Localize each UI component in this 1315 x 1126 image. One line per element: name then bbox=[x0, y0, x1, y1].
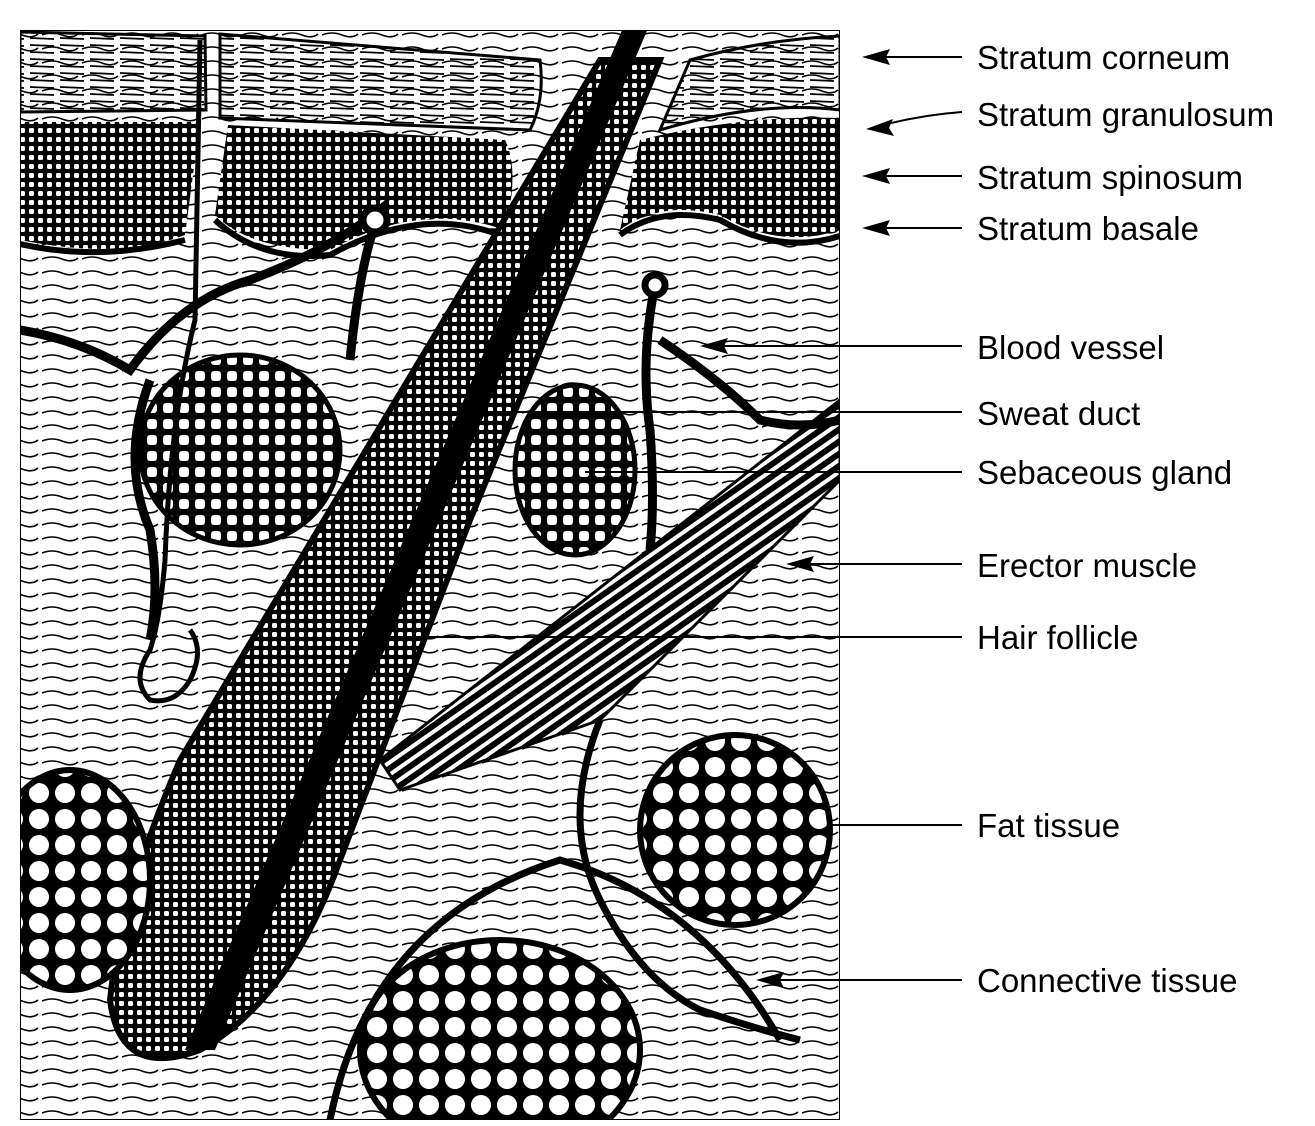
label-blood-vessel: Blood vessel bbox=[977, 329, 1164, 366]
stratum-corneum-layer bbox=[20, 30, 208, 114]
label-hair-follicle: Hair follicle bbox=[977, 619, 1138, 656]
fat-tissue-bottom bbox=[357, 937, 643, 1120]
label-stratum-spinosum: Stratum spinosum bbox=[977, 159, 1243, 196]
blood-vessel-left bbox=[20, 195, 391, 641]
leader-lines bbox=[360, 49, 963, 988]
hair-shaft bbox=[185, 30, 648, 1050]
fat-tissue-left bbox=[20, 767, 153, 993]
sweat-duct-coil bbox=[137, 39, 203, 704]
label-fat-tissue: Fat tissue bbox=[977, 807, 1120, 844]
blood-vessel-right bbox=[641, 284, 840, 551]
label-stratum-corneum: Stratum corneum bbox=[977, 39, 1230, 76]
sebaceous-gland-right bbox=[512, 382, 638, 558]
stratum-spinosum-layer bbox=[20, 122, 200, 249]
connective-tissue-outline bbox=[326, 718, 801, 1120]
label-stratum-granulosum: Stratum granulosum bbox=[977, 96, 1274, 133]
sebaceous-gland-left bbox=[137, 352, 343, 548]
stratum-basale-layer bbox=[20, 212, 840, 259]
labels: Stratum corneum Stratum granulosum Strat… bbox=[977, 39, 1274, 999]
erector-muscle-band bbox=[377, 398, 840, 792]
label-connective-tissue: Connective tissue bbox=[977, 962, 1237, 999]
label-sebaceous-gland: Sebaceous gland bbox=[977, 454, 1232, 491]
label-stratum-basale: Stratum basale bbox=[977, 210, 1199, 247]
label-erector-muscle: Erector muscle bbox=[977, 547, 1197, 584]
tissue-illustration bbox=[20, 30, 840, 1120]
fat-tissue-right bbox=[637, 732, 833, 928]
label-sweat-duct: Sweat duct bbox=[977, 395, 1140, 432]
